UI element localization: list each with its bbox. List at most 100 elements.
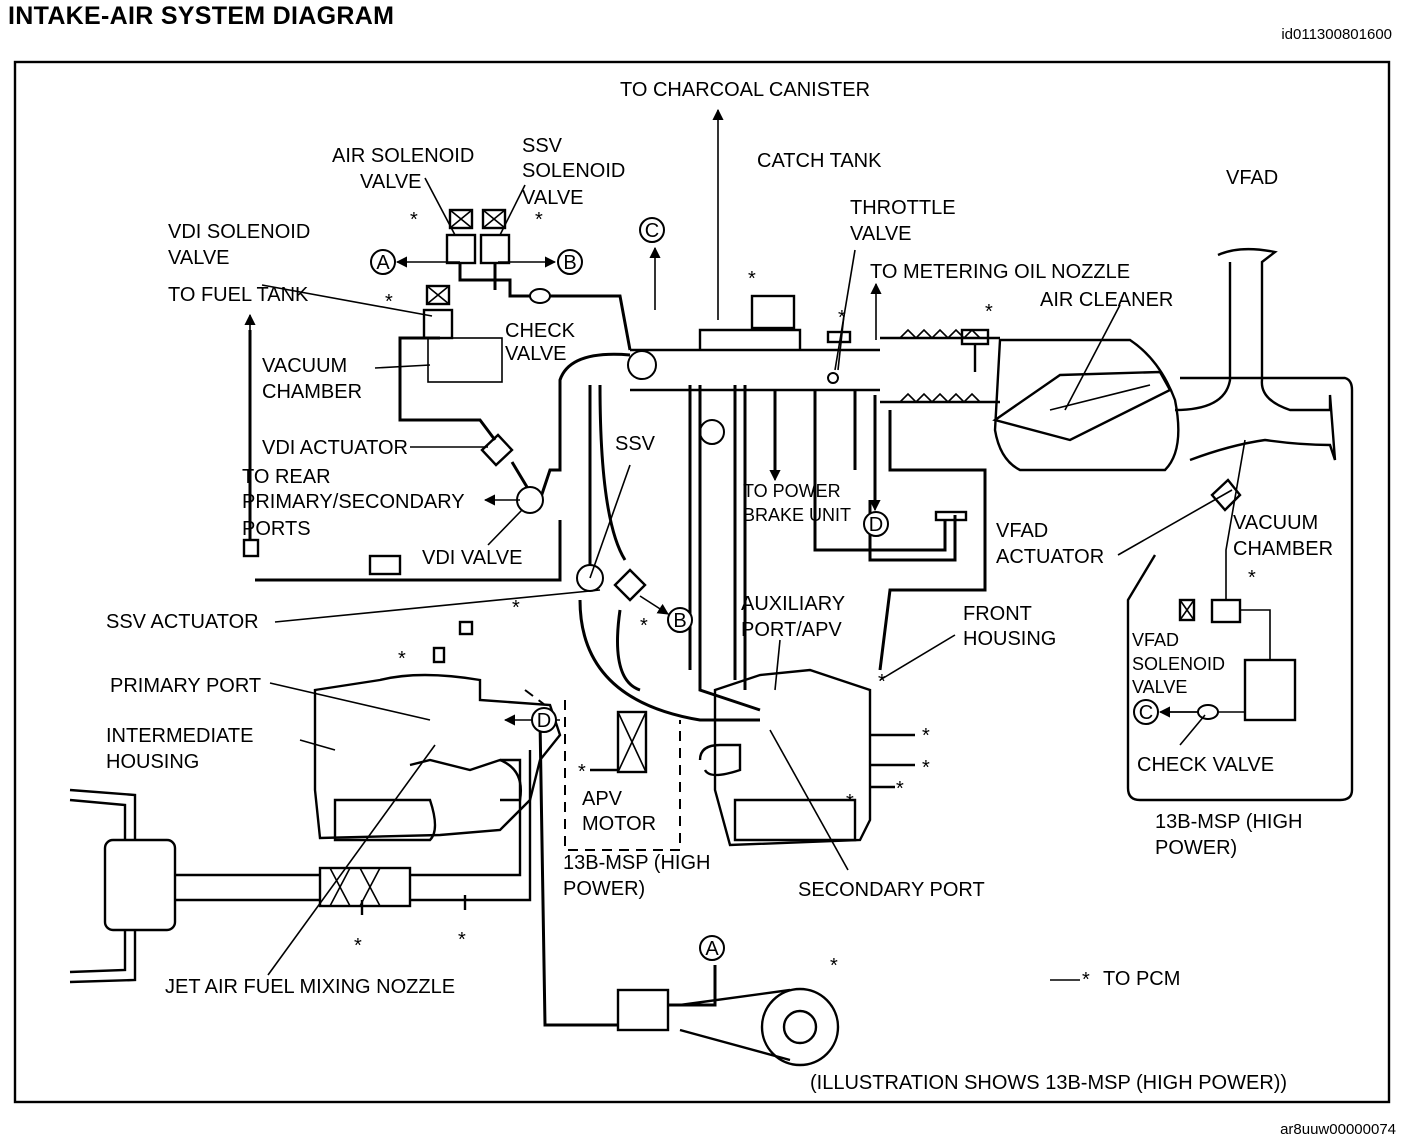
apv-motor	[616, 710, 648, 774]
label-to-fuel-tank: TO FUEL TANK	[168, 284, 309, 306]
svg-text:*: *	[640, 615, 648, 637]
svg-text:*: *	[354, 935, 362, 957]
label-apv-motor-2: MOTOR	[582, 813, 656, 835]
label-check-valve-top-2: VALVE	[505, 343, 567, 365]
label-13b-msp-center-2: POWER)	[563, 878, 645, 900]
vdi-solenoid-valve	[422, 284, 454, 340]
label-throttle-valve-2: VALVE	[850, 223, 912, 245]
label-vdi-solenoid-valve-2: VALVE	[168, 247, 230, 269]
check-valve-top	[529, 288, 551, 304]
svg-text:*: *	[458, 929, 466, 951]
label-ssv-solenoid-valve: SSV	[522, 135, 563, 157]
marker-a-bottom: A	[699, 935, 725, 961]
label-to-rear-ports: TO REAR	[242, 466, 331, 488]
label-vfad-solenoid-valve-2: SOLENOID	[1132, 654, 1225, 674]
label-vfad-actuator-2: ACTUATOR	[996, 546, 1104, 568]
svg-text:*: *	[512, 597, 520, 619]
svg-text:*: *	[578, 761, 586, 783]
marker-b-center: B	[667, 607, 693, 633]
label-front-housing: FRONT	[963, 603, 1032, 625]
svg-text:*: *	[385, 291, 393, 313]
vfad-subsystem-outline	[1126, 376, 1354, 802]
label-air-solenoid-valve: AIR SOLENOID	[332, 145, 474, 167]
ssv-actuator	[613, 568, 647, 602]
air-pump	[538, 719, 717, 1032]
label-throttle-valve: THROTTLE	[850, 197, 956, 219]
label-vdi-solenoid-valve: VDI SOLENOID	[168, 221, 310, 243]
label-vdi-valve: VDI VALVE	[422, 547, 522, 569]
svg-text:*: *	[748, 268, 756, 290]
label-to-rear-ports-3: PORTS	[242, 518, 311, 540]
label-ssv-actuator: SSV ACTUATOR	[106, 611, 259, 633]
label-air-solenoid-valve-2: VALVE	[360, 171, 422, 193]
marker-d-left: D	[531, 707, 557, 733]
hose-upper	[398, 263, 632, 441]
label-13b-msp-center: 13B-MSP (HIGH	[563, 852, 710, 874]
pulley	[679, 987, 840, 1067]
svg-text:C: C	[1139, 702, 1153, 724]
label-intermediate-housing: INTERMEDIATE	[106, 725, 253, 747]
svg-text:*: *	[398, 648, 406, 670]
label-vacuum-chamber-2: CHAMBER	[262, 381, 362, 403]
vdi-actuator	[480, 433, 514, 467]
label-primary-port: PRIMARY PORT	[110, 675, 261, 697]
label-to-power-brake-unit-2: BRAKE UNIT	[743, 505, 851, 525]
label-secondary-port: SECONDARY PORT	[798, 879, 985, 901]
label-to-metering-oil-nozzle: TO METERING OIL NOZZLE	[870, 261, 1130, 283]
svg-text:A: A	[705, 938, 719, 960]
front-housing	[698, 668, 872, 847]
muffler	[69, 788, 320, 984]
label-ssv-solenoid-valve-3: VALVE	[522, 187, 584, 209]
vfad-solenoid-valve	[1178, 439, 1246, 624]
marker-c-top: C	[639, 217, 665, 243]
document-id: id011300801600	[1281, 26, 1392, 43]
svg-text:*: *	[878, 671, 886, 693]
label-ssv-solenoid-valve-2: SOLENOID	[522, 160, 625, 182]
vfad-duct	[1174, 247, 1337, 462]
diagram-frame	[13, 60, 1391, 1104]
svg-text:C: C	[645, 220, 659, 242]
svg-text:*: *	[846, 791, 854, 813]
intake-runners	[578, 384, 761, 722]
catch-tank	[750, 294, 796, 330]
label-to-pcm: TO PCM	[1103, 968, 1180, 990]
footer-id: ar8uuw00000074	[1280, 1121, 1396, 1138]
vdi-vacuum-chamber	[427, 337, 503, 383]
svg-text:*: *	[1082, 969, 1090, 991]
throttle-body	[627, 328, 880, 445]
label-check-valve-right: CHECK VALVE	[1137, 754, 1274, 776]
svg-text:B: B	[673, 610, 686, 632]
svg-text:*: *	[838, 307, 846, 329]
label-apv-motor: APV	[582, 788, 623, 810]
marker-a-top: A	[370, 249, 396, 275]
pcm-connectors	[242, 328, 990, 915]
catalyst	[318, 750, 532, 908]
svg-text:B: B	[563, 252, 576, 274]
label-auxiliary-port-apv-2: PORT/APV	[741, 619, 842, 641]
svg-text:*: *	[410, 209, 418, 231]
vfad-vacuum-chamber	[1240, 609, 1297, 722]
svg-text:*: *	[985, 301, 993, 323]
label-catch-tank: CATCH TANK	[757, 150, 882, 172]
label-illustration-note: (ILLUSTRATION SHOWS 13B-MSP (HIGH POWER)…	[810, 1072, 1287, 1094]
label-ssv: SSV	[615, 433, 656, 455]
label-to-rear-ports-2: PRIMARY/SECONDARY	[242, 491, 465, 513]
ssv-solenoid-valve	[479, 208, 511, 265]
label-13b-msp-right-2: POWER)	[1155, 837, 1237, 859]
label-vacuum-chamber-right: VACUUM	[1233, 512, 1318, 534]
air-solenoid-valve	[445, 208, 477, 265]
label-intermediate-housing-2: HOUSING	[106, 751, 199, 773]
label-air-cleaner: AIR CLEANER	[1040, 289, 1173, 311]
vdi-valve	[516, 486, 544, 514]
svg-text:*: *	[922, 725, 930, 747]
label-check-valve-top: CHECK	[505, 320, 576, 342]
marker-b-top: B	[557, 249, 583, 275]
label-vfad: VFAD	[1226, 167, 1278, 189]
apv-region	[524, 689, 681, 851]
label-13b-msp-right: 13B-MSP (HIGH	[1155, 811, 1302, 833]
svg-text:*: *	[896, 778, 904, 800]
label-front-housing-2: HOUSING	[963, 628, 1056, 650]
intermediate-housing	[313, 673, 562, 842]
svg-text:*: *	[830, 955, 838, 977]
